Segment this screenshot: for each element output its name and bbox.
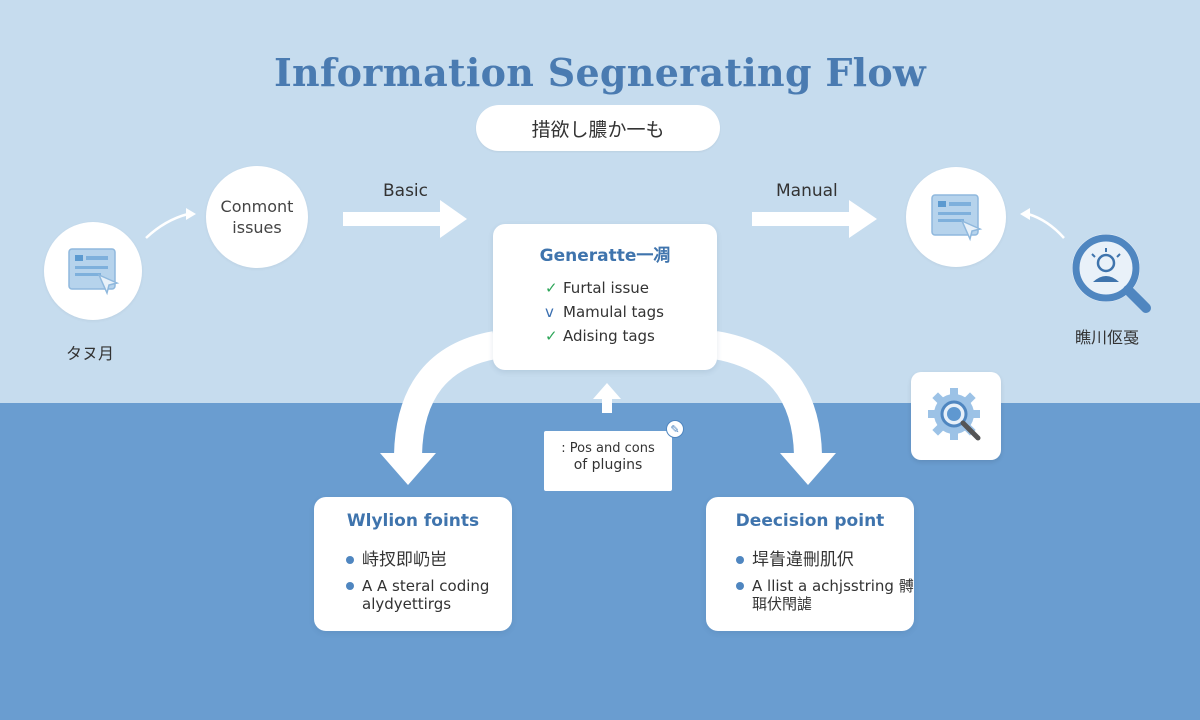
checklist-item-text: Adising tags [563,327,655,345]
generate-card-heading: Generatte一凋 [539,246,671,266]
small-arrow-left [145,212,189,239]
settings-search-card [911,372,1001,460]
pros-cons-note: : Pos and cons of plugins [544,431,672,491]
edit-icon[interactable]: ✎ [666,420,684,438]
manual-arrow [752,200,877,238]
left-node [44,222,142,320]
small-arrow-right [1027,212,1065,239]
search-person-icon [1072,234,1151,313]
check-icon: ✓ [545,327,558,345]
checklist-item: ✓ Adising tags [545,324,664,348]
wylion-points-card: Wlylion foints 峙扠即屷岜 A A steral coding a… [314,497,512,631]
right-curved-arrow [712,331,822,456]
list-item: 垾眚違刪肌伬 [736,551,914,569]
basic-arrow-label: Basic [383,181,429,201]
generate-checklist: ✓ Furtal issue v Mamulal tags ✓ Adising tag… [545,276,664,348]
checklist-item: v Mamulal tags [545,300,664,324]
document-icon [931,194,983,242]
document-icon [68,248,120,296]
page-title: Information Segnerating Flow [273,50,927,95]
note-line-2: of plugins [573,457,643,473]
decision-point-list: 垾眚違刪肌伬 A llist a achjsstring 髆聑伏閇謔 [736,551,914,621]
right-curved-arrow-head [780,453,836,485]
list-item: A A steral coding alydyettirgs [346,577,512,613]
list-item: 峙扠即屷岜 [346,551,512,569]
up-arrow [593,383,621,413]
subtitle-pill: 措欲し膿か一も [476,105,720,151]
gear-search-icon [928,388,981,441]
left-curved-arrow-head [380,453,436,485]
right-node [906,167,1006,267]
small-arrow-left-head [186,208,196,220]
left-node-label: タヌ月 [66,344,115,363]
decision-point-card: Deecision point 垾眚違刪肌伬 A llist a achjsst… [706,497,914,631]
check-icon: v [545,303,554,321]
checklist-item-text: Mamulal tags [563,303,664,321]
check-icon: ✓ [545,279,558,297]
checklist-item: ✓ Furtal issue [545,276,664,300]
right-node-label: 瞧川伛戞 [1075,328,1140,347]
generate-card: Generatte一凋 ✓ Furtal issue v Mamulal tags … [493,224,717,370]
wylion-points-heading: Wlylion foints [346,511,480,531]
left-curved-arrow [394,331,498,456]
basic-arrow [343,200,467,238]
comment-issues-node: Conmont issues [206,166,308,268]
note-line-1: : Pos and cons [561,441,655,456]
list-item: A llist a achjsstring 髆聑伏閇謔 [736,577,914,613]
small-arrow-right-head [1020,208,1030,220]
decision-point-heading: Deecision point [735,511,885,531]
manual-arrow-label: Manual [776,181,838,201]
comment-line-1: Conmont [220,197,294,216]
comment-line-2: issues [232,218,282,237]
checklist-item-text: Furtal issue [563,279,650,297]
wylion-points-list: 峙扠即屷岜 A A steral coding alydyettirgs [346,551,512,621]
